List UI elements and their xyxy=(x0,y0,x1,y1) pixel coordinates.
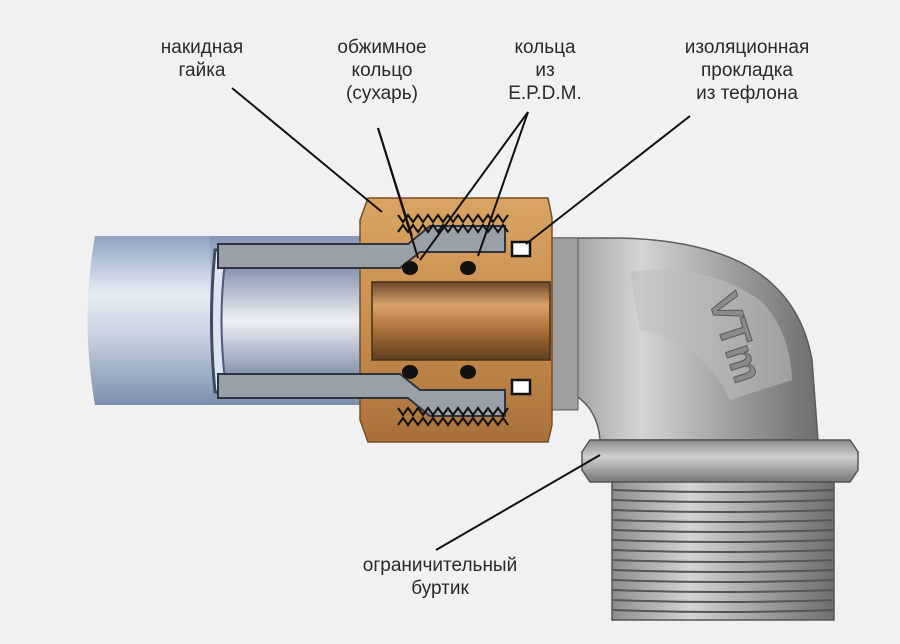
leader-lines xyxy=(231,87,691,551)
thread-ridge xyxy=(611,499,835,503)
tooth-row xyxy=(397,406,509,417)
collar-ring xyxy=(581,439,859,483)
thread-ridge xyxy=(611,569,835,573)
pipe xyxy=(87,236,405,405)
crimp-ring-teeth xyxy=(397,213,509,427)
thread-ridge xyxy=(611,599,835,603)
label-teflon-gasket: изоляционная прокладка из тефлона xyxy=(684,37,810,104)
male-thread xyxy=(611,481,835,621)
leader-crimp-ring-2 xyxy=(377,127,419,259)
elbow-body xyxy=(544,237,819,441)
teflon-gaskets xyxy=(510,240,532,396)
thread-ridge xyxy=(611,539,835,543)
tooth-row xyxy=(397,213,509,224)
label-crimp-ring: обжимное кольцо (сухарь) xyxy=(337,37,427,104)
brass-insert xyxy=(371,281,551,361)
leader-epdm-1 xyxy=(419,111,529,261)
thread-ridge xyxy=(611,559,835,563)
label-nut: накидная гайка xyxy=(160,37,244,81)
thread-ridge xyxy=(611,579,835,583)
thread-ridge xyxy=(611,589,835,593)
thread-ridge xyxy=(611,519,835,523)
leader-nut xyxy=(231,87,383,213)
thread-ridge xyxy=(611,529,835,533)
pipe-wall-cut xyxy=(217,225,506,417)
tooth-row xyxy=(397,223,509,234)
label-epdm-rings: кольца из E.P.D.M. xyxy=(508,37,582,104)
leader-teflon xyxy=(525,115,691,245)
label-collar: ограничительный буртик xyxy=(362,555,518,599)
thread-ridge xyxy=(611,609,835,613)
leader-epdm-2 xyxy=(477,111,529,257)
thread-ridge xyxy=(611,549,835,553)
tooth-row xyxy=(397,416,509,427)
thread-ridge xyxy=(611,489,835,493)
thread-ridge xyxy=(611,509,835,513)
leader-collar xyxy=(435,454,601,551)
epdm-rings xyxy=(402,261,476,379)
